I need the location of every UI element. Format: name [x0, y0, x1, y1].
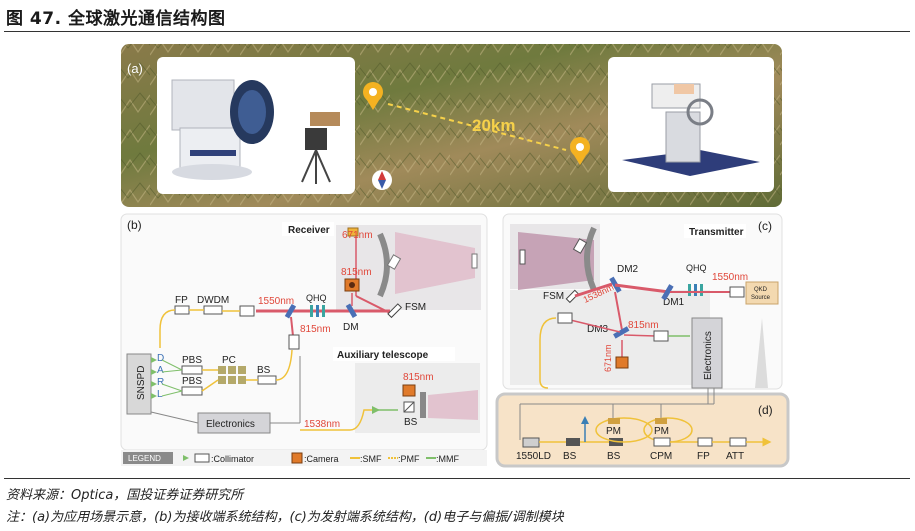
collimator — [239, 305, 255, 317]
panel-b-label: (b) — [127, 218, 142, 232]
camera-icon — [615, 356, 629, 369]
wl-671-label: 671nm — [342, 230, 373, 241]
wl-1550-label: 1550nm — [258, 296, 294, 307]
transmitter-site-photo — [608, 57, 774, 192]
pm2-label: PM — [654, 426, 669, 437]
electronics-b-label: Electronics — [206, 419, 255, 430]
panel-a: (a) — [121, 44, 782, 207]
legend-pmf: :PMF — [398, 454, 420, 464]
snspd-label: SNSPD — [136, 366, 147, 400]
dm-label: DM — [343, 322, 359, 333]
location-pin-icon — [363, 82, 383, 110]
att-label: ATT — [726, 451, 744, 462]
bs1-label: BS — [563, 451, 577, 462]
fsm-label: FSM — [405, 302, 426, 313]
dm2-label: DM2 — [617, 264, 639, 275]
legend-smf: :SMF — [360, 454, 382, 464]
camera-icon — [402, 384, 416, 397]
dm1-label: DM1 — [663, 297, 685, 308]
panel-b: (b) Receiver 671nm 815nm DM FSM QHQ 1550… — [120, 213, 488, 451]
panel-d-label: (d) — [758, 403, 773, 417]
pbs1-label: PBS — [182, 355, 202, 366]
bottom-divider — [4, 478, 910, 479]
pm1-label: PM — [606, 426, 621, 437]
pc-label: PC — [222, 355, 236, 366]
legend: LEGEND :Collimator :Camera :SMF :PMF :MM… — [121, 450, 487, 466]
fp-label: FP — [175, 295, 188, 306]
receiver-label: Receiver — [288, 225, 330, 236]
electronics-c-label: Electronics — [703, 331, 714, 380]
source-note: 资料来源：Optica，国投证券证券研究所 — [6, 488, 244, 503]
dm3-label: DM3 — [587, 324, 609, 335]
dm-mirror — [345, 303, 358, 319]
link-line — [387, 103, 567, 151]
aux-telescope-label: Auxiliary telescope — [337, 350, 429, 361]
legend-camera: :Camera — [304, 454, 339, 464]
cpm-label: CPM — [650, 451, 672, 462]
bs2-label: BS — [607, 451, 621, 462]
panel-d: (d) 1550LD BS BS PM PM CPM FP ATT — [495, 388, 790, 468]
panel-a-label: (a) — [127, 61, 143, 76]
bs-aux-label: BS — [404, 417, 418, 428]
qhq-label: QHQ — [306, 293, 327, 303]
wl-1538-label: 1538nm — [304, 419, 340, 430]
ld-label: 1550LD — [516, 451, 551, 462]
wl-815-c-label: 815nm — [628, 320, 659, 331]
channel-d: D — [157, 353, 164, 364]
panel-c: (c) Transmitter FSM DM2 DM1 1538nm QHQ 1… — [502, 213, 783, 390]
receiver-site-photo — [157, 57, 355, 194]
qkd-source-line1: QKD — [754, 287, 768, 293]
transmitter-label: Transmitter — [689, 227, 744, 238]
wl-671-c-label: 671nm — [603, 344, 613, 372]
legend-collimator: :Collimator — [211, 454, 254, 464]
figure-title: 图 47. 全球激光通信结构图 — [6, 9, 226, 29]
location-pin-icon — [570, 137, 590, 165]
figure-note: 注：(a)为应用场景示意，(b)为接收端系统结构，(c)为发射端系统结构，(d)… — [6, 510, 564, 525]
wl-815-aux-label: 815nm — [403, 372, 434, 383]
legend-title: LEGEND — [128, 454, 161, 463]
panel-c-label: (c) — [758, 219, 772, 233]
qkd-source-line2: Source — [751, 295, 771, 301]
bs-label: BS — [257, 365, 271, 376]
legend-mmf: :MMF — [436, 454, 459, 464]
qhq-c-label: QHQ — [686, 263, 707, 273]
fsm-mirror — [387, 303, 403, 319]
fp-d-label: FP — [697, 451, 710, 462]
channel-a: A — [157, 365, 164, 376]
distance-label: 20km — [472, 116, 515, 135]
channel-l: L — [157, 389, 163, 400]
top-divider — [4, 31, 910, 32]
compass-icon — [372, 170, 392, 190]
wl-1550-c-label: 1550nm — [712, 272, 748, 283]
pbs2-label: PBS — [182, 376, 202, 387]
fsm-c-label: FSM — [543, 291, 564, 302]
wl-815-mid-label: 815nm — [300, 324, 331, 335]
wl-815-top-label: 815nm — [341, 267, 372, 278]
channel-r: R — [157, 377, 164, 388]
dwdm-label: DWDM — [197, 295, 229, 306]
